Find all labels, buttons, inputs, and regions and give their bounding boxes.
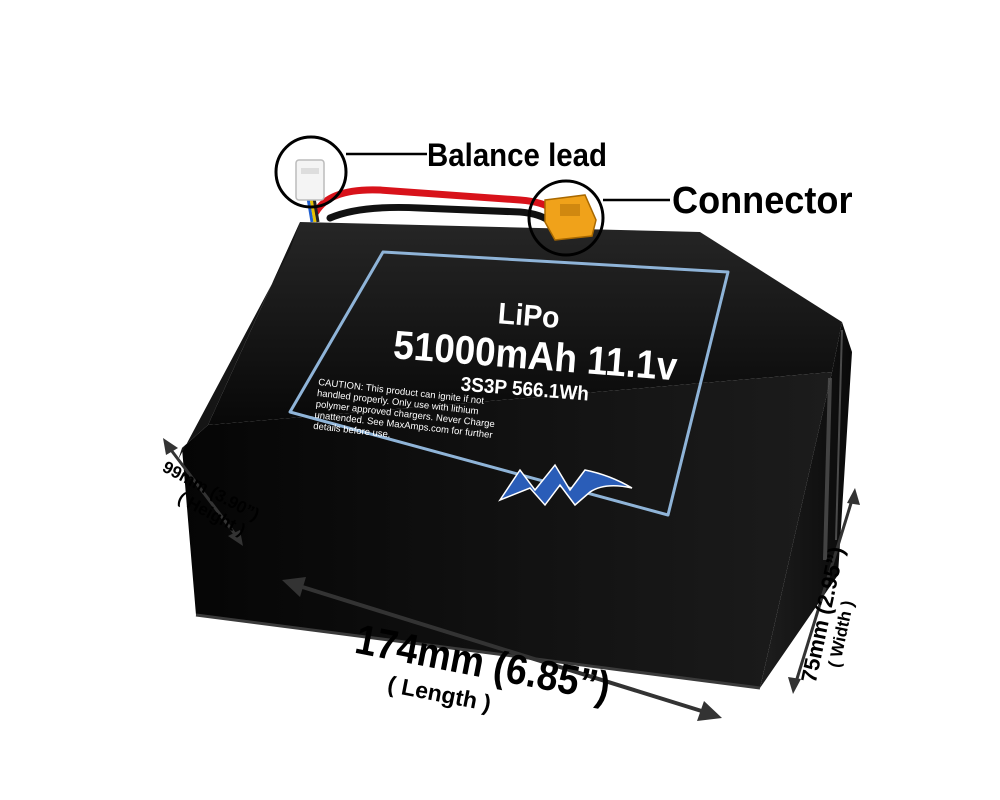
length-arrow bbox=[295, 583, 709, 715]
label-panel-border bbox=[288, 250, 730, 517]
height-arrowhead-top bbox=[163, 438, 178, 455]
height-arrow bbox=[166, 445, 240, 539]
connector-detail bbox=[560, 204, 580, 216]
balance-wire-black bbox=[312, 197, 320, 223]
dimension-arrows bbox=[163, 438, 860, 721]
xt-connector bbox=[544, 194, 597, 241]
balance-lead-callout: Balance lead bbox=[427, 137, 608, 173]
battery-top-face bbox=[208, 222, 842, 425]
maxamps-logo bbox=[498, 463, 633, 507]
balance-wires bbox=[306, 197, 314, 223]
width-arrowhead-bottom bbox=[788, 677, 801, 694]
balance-lead-circle bbox=[274, 135, 348, 209]
battery-front-face bbox=[182, 372, 832, 688]
power-wires bbox=[306, 186, 556, 226]
wrap-highlight-side-2 bbox=[835, 329, 843, 541]
balance-plug bbox=[295, 159, 325, 201]
black-wire bbox=[326, 203, 554, 226]
wrap-highlight bbox=[195, 613, 761, 690]
length-arrowhead-left bbox=[282, 577, 306, 597]
height-arrowhead-bottom bbox=[228, 530, 243, 546]
balance-plug-detail bbox=[301, 168, 319, 174]
length-arrowhead-right bbox=[697, 701, 722, 721]
battery-label: LiPo 51000mAh 11.1v 3S3P 566.1Wh CAUTION… bbox=[313, 250, 679, 441]
logo-wave-icon bbox=[498, 463, 633, 507]
connector-callout: Connector bbox=[672, 180, 853, 222]
balance-plug-housing bbox=[295, 159, 325, 201]
connector-circle bbox=[527, 179, 605, 257]
connector-body bbox=[544, 194, 597, 241]
balance-wire-yellow bbox=[309, 197, 317, 223]
wrap-highlight-side bbox=[823, 377, 832, 561]
chemistry-label: LiPo bbox=[496, 297, 561, 336]
width-arrow bbox=[794, 499, 854, 683]
width-arrowhead-top bbox=[847, 488, 860, 505]
battery-pack bbox=[178, 222, 852, 690]
